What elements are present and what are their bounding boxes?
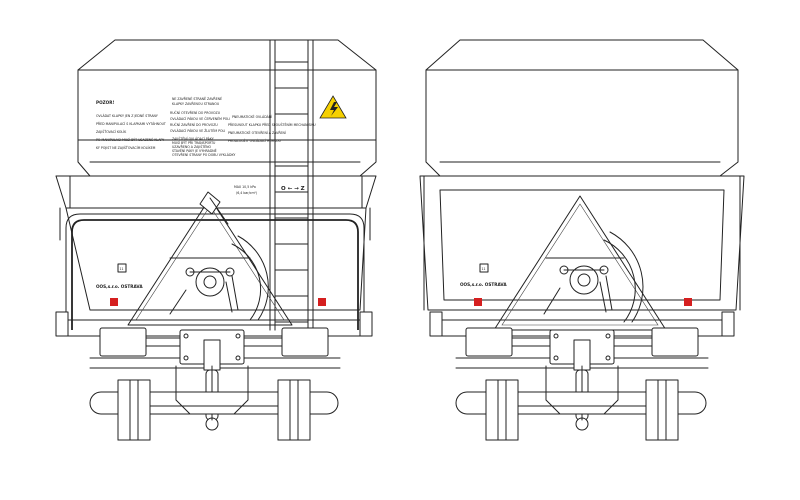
left-wagon: POZOR! OVLÁDAT KLAPKY JEN Z JEDNÉ STRANY… (55, 39, 377, 441)
svg-text:ZAJIŠŤOVACÍ KOLÍK: ZAJIŠŤOVACÍ KOLÍK (96, 129, 127, 134)
svg-text:OVLÁDACÍ PÁKOU VE ŽLUTÉM POLI: OVLÁDACÍ PÁKOU VE ŽLUTÉM POLI (170, 128, 225, 133)
svg-text:MAX 10,5 kPa: MAX 10,5 kPa (234, 185, 256, 189)
left-triangle (127, 197, 293, 326)
svg-text:PNEUMATICKÉ OVLÁDÁNÍ: PNEUMATICKÉ OVLÁDÁNÍ (232, 114, 272, 119)
svg-text:UZAVŘENO A ZAJIŠTĚNO: UZAVŘENO A ZAJIŠTĚNO (172, 144, 212, 149)
svg-text:MUSÍ BÝT PŘI TRANSPORTU: MUSÍ BÝT PŘI TRANSPORTU (172, 140, 216, 145)
right-buffer-left (465, 327, 513, 357)
left-badge: 11 (120, 267, 124, 271)
svg-text:PO MANIPULACI MUSÍ BÝT USAZENÉ: PO MANIPULACI MUSÍ BÝT USAZENÉ KLAPY (96, 137, 164, 142)
left-handrail (71, 219, 359, 330)
svg-text:(6,4 bar/cm²): (6,4 bar/cm²) (236, 191, 257, 195)
right-badge-box (479, 263, 489, 273)
left-coupler (179, 329, 245, 431)
svg-text:STAVĚNÍ PÁKY JE VÝHRADNĚ: STAVĚNÍ PÁKY JE VÝHRADNĚ (172, 148, 217, 153)
warning-title: POZOR! (96, 100, 114, 105)
svg-text:ZAJIŠTĚNÍ OVLÁDACÍ PÁKY: ZAJIŠTĚNÍ OVLÁDACÍ PÁKY (172, 136, 214, 141)
right-buffer-right (651, 327, 699, 357)
right-lower-body (419, 175, 745, 311)
svg-text:PNEUMATICKÉ OTEVŘENÍ A ZAVŘENÍ: PNEUMATICKÉ OTEVŘENÍ A ZAVŘENÍ (228, 130, 286, 135)
svg-text:RUČNÍ ZAVŘENÍ DO PROVOZU: RUČNÍ ZAVŘENÍ DO PROVOZU (170, 122, 218, 127)
left-operator: OOS,s.r.o. OSTRAVA (96, 284, 143, 289)
left-red-marker-2 (318, 298, 326, 306)
left-red-marker-1 (110, 298, 118, 306)
svg-text:NE ZAVŘENÉ STRANĚ ZAVŘENÉ: NE ZAVŘENÉ STRANĚ ZAVŘENÉ (172, 96, 222, 101)
svg-text:PŘED MANIPULACÍ S KLAPKAMI VYT: PŘED MANIPULACÍ S KLAPKAMI VYTÁHNOUT (96, 121, 166, 126)
right-red-marker-1 (474, 298, 482, 306)
left-buffer-right (281, 327, 329, 357)
svg-text:PRODLOUŽIT OVLÁDACÍ HORKOU: PRODLOUŽIT OVLÁDACÍ HORKOU (228, 138, 282, 143)
svg-text:KLAPKY ZAVŘENOU STRANOU: KLAPKY ZAVŘENOU STRANOU (172, 101, 220, 106)
svg-text:KF POJIST NE ZAJIŠŤOVACÍM KOLÍ: KF POJIST NE ZAJIŠŤOVACÍM KOLÍKEM (96, 145, 156, 150)
right-coupler (549, 329, 615, 431)
left-badge-box (117, 263, 127, 273)
svg-text:OVLÁDACÍ PÁKOU VE ČERVENÉM POL: OVLÁDACÍ PÁKOU VE ČERVENÉM POLI (170, 116, 230, 121)
right-badge: 11 (482, 267, 486, 271)
svg-text:OTEVŘENÍ STRANY PO DOBU VYKLÁD: OTEVŘENÍ STRANY PO DOBU VYKLÁDKY (172, 152, 235, 157)
right-red-marker-2 (684, 298, 692, 306)
right-operator: OOS,s.r.o. OSTRAVA (460, 282, 507, 287)
svg-text:PŘESUNOUT KLAPKU PŘED SPOUŠTĚN: PŘESUNOUT KLAPKU PŘED SPOUŠTĚNÍM MECHANI… (228, 122, 316, 127)
indicator-label: O ← → Z (281, 186, 305, 192)
right-wagon: 11 OOS,s.r.o. OSTRAVA (419, 39, 745, 441)
left-buffer-left (99, 327, 147, 357)
high-voltage-warning-icon (319, 95, 347, 119)
svg-text:RUČNÍ OTEVŘENÍ DO PROVOZU: RUČNÍ OTEVŘENÍ DO PROVOZU (170, 110, 221, 115)
svg-text:OVLÁDAT KLAPKY JEN Z JEDNÉ STR: OVLÁDAT KLAPKY JEN Z JEDNÉ STRANY (96, 113, 158, 118)
right-hopper-top (425, 39, 739, 177)
